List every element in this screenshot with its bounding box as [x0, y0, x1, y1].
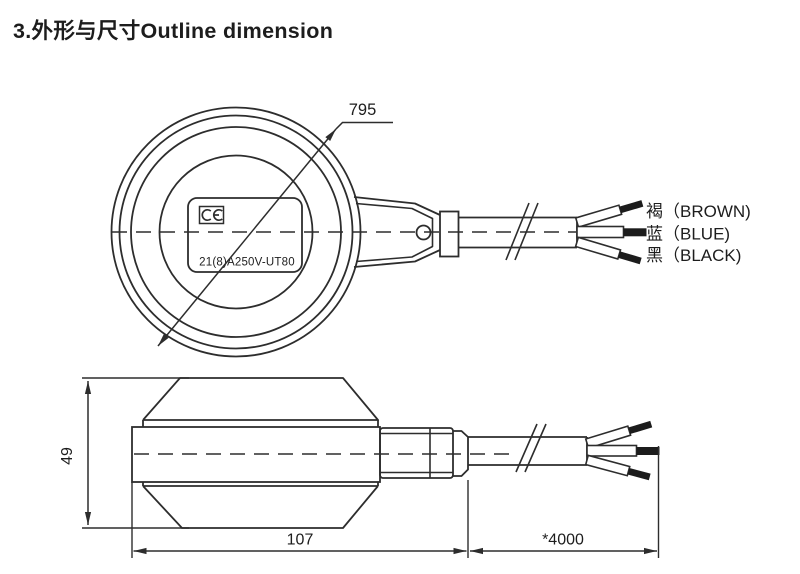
cable-break-symbol: [505, 202, 539, 261]
side-view-gland: [379, 427, 469, 479]
side-view-float-body: [131, 377, 381, 529]
dimension-cable-4000: *4000: [470, 446, 660, 558]
dimension-height-49: 49: [59, 377, 189, 529]
top-view: 21(8)A250V-UT80 795: [110, 101, 751, 358]
cable-collar: [439, 210, 460, 258]
bracket-hole: [415, 224, 432, 241]
top-view-wires: [574, 200, 647, 265]
side-view-cable: [468, 423, 588, 473]
wire-black: [574, 236, 642, 265]
wire-label-brown: 褐（BROWN): [646, 202, 751, 221]
height-label: 49: [59, 447, 76, 465]
dimension-length-107: 107: [131, 480, 469, 558]
body-length-label: 107: [287, 532, 314, 549]
gland-nut: [453, 430, 469, 477]
side-wire-middle: [586, 444, 660, 457]
wire-blue: [576, 225, 647, 239]
side-wire-bottom: [584, 454, 651, 481]
ce-mark-icon: [198, 205, 225, 225]
rating-label: 21(8)A250V-UT80: [199, 257, 295, 269]
wire-brown: [574, 200, 644, 229]
wire-label-black: 黑（BLACK): [646, 246, 741, 265]
diameter-dimension: 795: [157, 101, 393, 347]
side-wire-top: [584, 420, 653, 450]
side-view-wires: [584, 420, 660, 481]
side-view: 49 107 *4000: [59, 377, 660, 558]
cable-bracket: [353, 196, 460, 268]
diameter-label: 795: [349, 101, 377, 119]
wire-label-blue: 蓝（BLUE): [646, 225, 730, 244]
page-title: 3.外形与尺寸Outline dimension: [13, 18, 333, 43]
cable-break-symbol-side: [515, 423, 547, 473]
cable-length-label: *4000: [542, 532, 584, 549]
